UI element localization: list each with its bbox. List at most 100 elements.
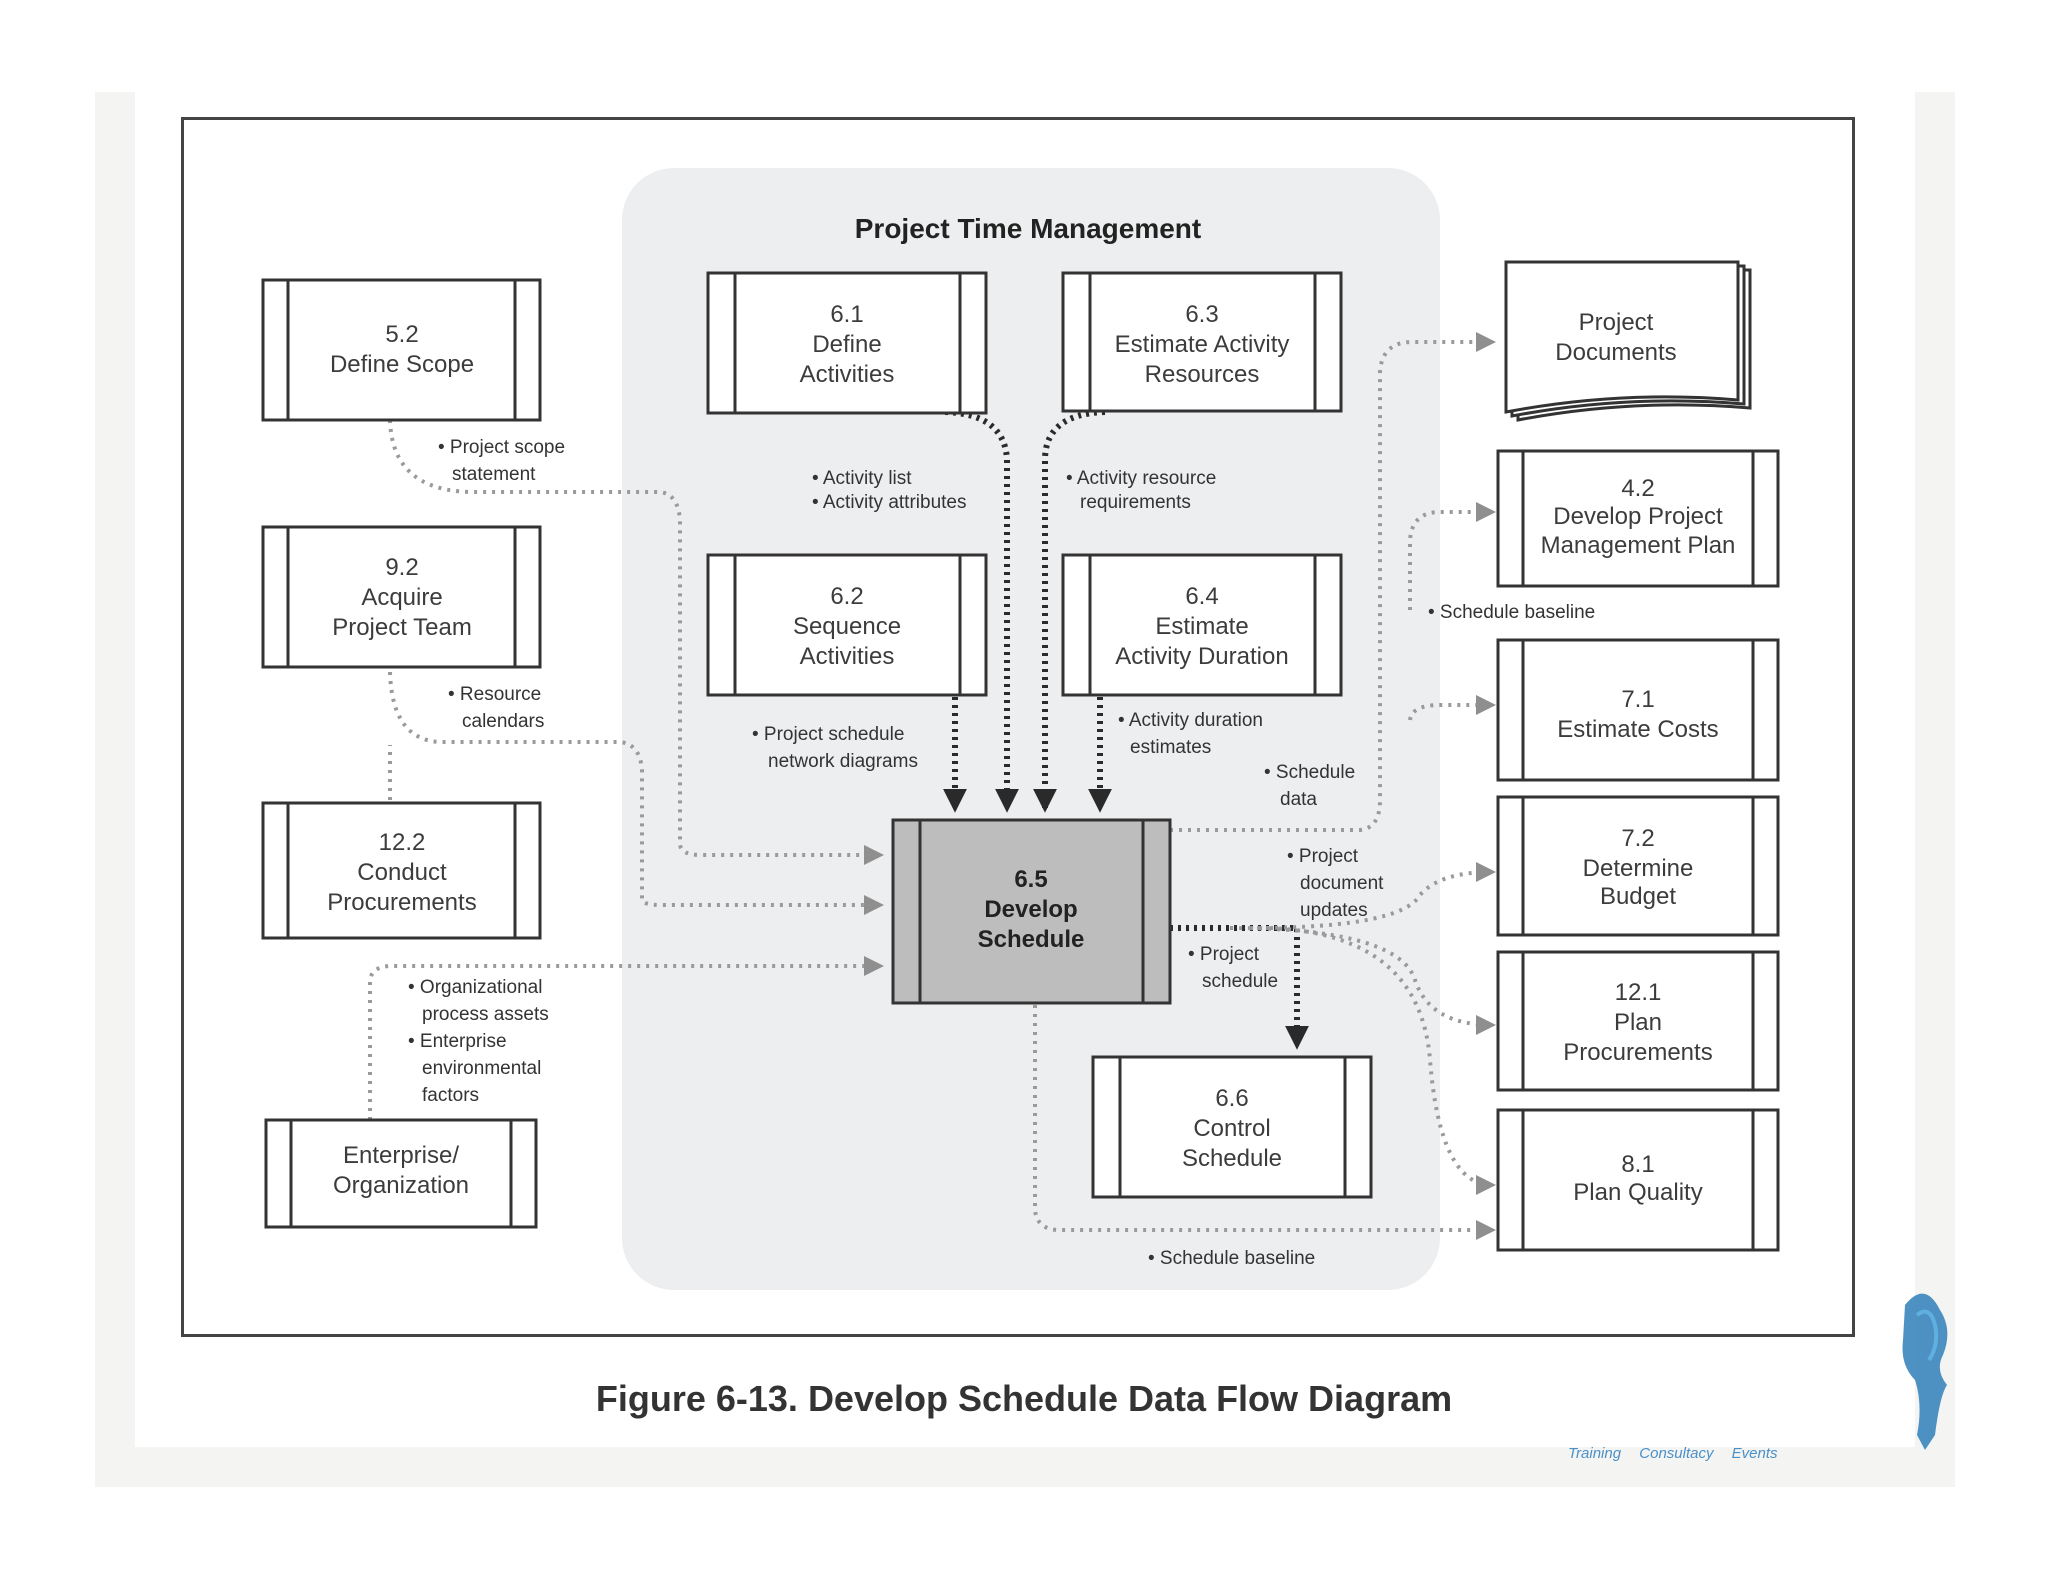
label-line: Schedule <box>1182 1145 1282 1172</box>
label-line: estimates <box>1130 737 1211 758</box>
label-line: Define <box>812 331 881 358</box>
note-activity-resource: • Activity resource requirements <box>1066 468 1216 513</box>
label-line: Resources <box>1145 361 1260 388</box>
footer-tagline: Training Consultacy Events <box>1568 1445 1778 1462</box>
label-line: 12.1 <box>1615 979 1662 1006</box>
process-develop-schedule <box>891 818 1172 1005</box>
footer-consultancy: Consultacy <box>1639 1445 1714 1462</box>
process-conduct-procurements <box>261 801 542 940</box>
label-line: 5.2 <box>385 321 418 348</box>
process-define-activities <box>706 271 988 415</box>
label-line: Activities <box>800 643 895 670</box>
label-line: 8.1 <box>1621 1151 1654 1178</box>
label-line: statement <box>452 464 536 485</box>
label-line: • Project <box>1188 944 1260 965</box>
label-line: 7.2 <box>1621 825 1654 852</box>
label-line: Activities <box>800 361 895 388</box>
label-line: Conduct <box>357 859 447 886</box>
label-line: Management Plan <box>1541 532 1736 559</box>
footer-training: Training <box>1568 1445 1622 1462</box>
note-scope-statement: • Project scope statement <box>438 437 565 485</box>
label-line: 6.1 <box>830 301 863 328</box>
label-line: 9.2 <box>385 554 418 581</box>
label-line: • Project scope <box>438 437 565 458</box>
label-line: requirements <box>1080 492 1191 513</box>
label-line: document <box>1300 873 1384 894</box>
process-plan-quality <box>1496 1108 1780 1252</box>
label-line: Budget <box>1600 883 1676 910</box>
label-line: Procurements <box>327 889 476 916</box>
label-line: Develop Project <box>1553 503 1723 530</box>
label-line: calendars <box>462 711 544 732</box>
label-line: Schedule <box>978 926 1085 953</box>
label-line: Develop <box>984 896 1077 923</box>
label-line: • Activity resource <box>1066 468 1216 489</box>
label-line: Sequence <box>793 613 901 640</box>
note-project-schedule: • Project schedule <box>1188 944 1278 992</box>
note-baseline-bottom: • Schedule baseline <box>1148 1248 1315 1269</box>
process-determine-budget <box>1496 795 1780 937</box>
label-line: • Organizational <box>408 977 542 998</box>
label-line: schedule <box>1202 971 1278 992</box>
flow-to-planproc <box>1249 926 1496 1035</box>
process-control-schedule <box>1091 1055 1373 1199</box>
process-estimate-costs <box>1496 638 1780 782</box>
figure-caption: Figure 6-13. Develop Schedule Data Flow … <box>595 1378 1453 1419</box>
flow-develop-to-control <box>1170 925 1309 1050</box>
enterprise-organization <box>264 1118 538 1229</box>
process-sequence-activities <box>706 553 988 697</box>
flow-to-budget <box>1229 862 1496 931</box>
label-line: 6.6 <box>1215 1085 1248 1112</box>
label-line: Acquire <box>361 584 442 611</box>
label-line: Activity Duration <box>1115 643 1288 670</box>
label-line: Procurements <box>1563 1039 1712 1066</box>
label-line: • Activity attributes <box>812 492 967 513</box>
label-line: • Activity duration <box>1118 710 1263 731</box>
label-line: Estimate <box>1155 613 1248 640</box>
label-line: • Activity list <box>812 468 912 489</box>
label-line: Documents <box>1555 339 1676 366</box>
project-documents-stack <box>1504 260 1752 422</box>
label-line: environmental <box>422 1058 541 1079</box>
label-line: 12.2 <box>379 829 426 856</box>
label-line: • Schedule baseline <box>1148 1248 1315 1269</box>
label-line: network diagrams <box>768 751 918 772</box>
label-line: Project <box>1579 309 1654 336</box>
process-estimate-duration <box>1061 553 1343 697</box>
flow-to-estcosts <box>1408 695 1496 721</box>
label-line: 6.4 <box>1185 583 1218 610</box>
label-line: updates <box>1300 900 1368 921</box>
flow-to-planquality <box>1269 926 1496 1195</box>
note-activity-list: • Activity list • Activity attributes <box>812 468 967 513</box>
label-line: • Schedule <box>1264 762 1355 783</box>
label-line: Enterprise/ <box>343 1142 459 1169</box>
label-line: 6.5 <box>1014 866 1047 893</box>
flow-to-pmplan <box>1408 502 1496 610</box>
note-duration-estimates: • Activity duration estimates <box>1118 710 1263 758</box>
label-line: Plan <box>1614 1009 1662 1036</box>
label-line: Estimate Activity <box>1115 331 1290 358</box>
process-estimate-resources <box>1061 271 1343 413</box>
process-define-scope <box>261 278 542 422</box>
label-line: 7.1 <box>1621 686 1654 713</box>
label-line: 6.2 <box>830 583 863 610</box>
process-plan-procurements <box>1496 950 1780 1092</box>
